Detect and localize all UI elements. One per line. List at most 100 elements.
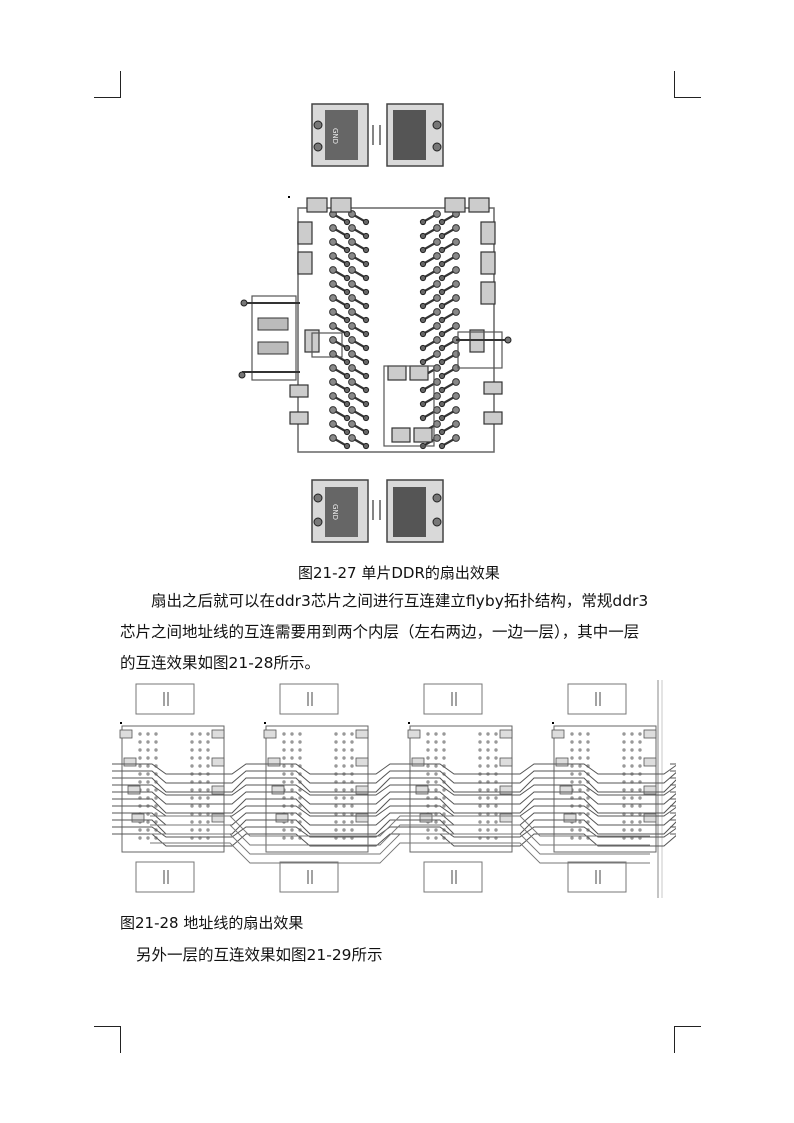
decoupling-capacitor	[306, 197, 328, 213]
ball-pad	[638, 828, 642, 832]
ball-pad	[586, 796, 590, 800]
ball-pad	[298, 732, 302, 736]
ball-pad	[433, 238, 441, 246]
ball-pad	[290, 732, 294, 736]
ball-pad	[298, 740, 302, 744]
ball-pad	[334, 748, 338, 752]
ball-pad	[434, 772, 438, 776]
ddr-fanout-components	[238, 197, 512, 447]
ball-pad	[138, 756, 142, 760]
ball-pad	[630, 804, 634, 808]
via	[419, 260, 427, 268]
ball-pad	[206, 756, 210, 760]
ball-pad	[433, 252, 441, 260]
decoupling-capacitor	[211, 729, 225, 739]
decoupling-capacitor	[263, 729, 277, 739]
decoupling-capacitor	[480, 281, 496, 305]
ball-pad	[190, 820, 194, 824]
via	[362, 414, 370, 422]
ball-pad	[282, 772, 286, 776]
ball-pad	[348, 392, 356, 400]
ball-pad	[494, 796, 498, 800]
ball-pad	[290, 820, 294, 824]
ball-pad	[348, 420, 356, 428]
ball-pad	[486, 804, 490, 808]
decoupling-capacitor	[483, 411, 503, 425]
decoupling-capacitor	[355, 813, 369, 823]
ball-pad	[350, 756, 354, 760]
ball-pad	[426, 756, 430, 760]
ball-pad	[452, 420, 460, 428]
via	[438, 218, 446, 226]
ball-pad	[442, 740, 446, 744]
ball-pad	[486, 756, 490, 760]
ball-pad	[290, 828, 294, 832]
via	[419, 344, 427, 352]
decoupling-capacitor	[643, 785, 657, 795]
ball-pad	[452, 224, 460, 232]
ball-pad	[329, 336, 337, 344]
decoupling-capacitor	[387, 365, 407, 381]
ball-pad	[206, 796, 210, 800]
ball-pad	[434, 788, 438, 792]
ball-pad	[290, 780, 294, 784]
ball-pad	[578, 740, 582, 744]
ball-pad	[146, 732, 150, 736]
via	[362, 302, 370, 310]
ball-pad	[570, 772, 574, 776]
chip-capacitor-outline	[135, 683, 195, 715]
via	[343, 288, 351, 296]
via	[438, 246, 446, 254]
via	[438, 260, 446, 268]
via	[362, 400, 370, 408]
ball-pad	[434, 780, 438, 784]
ball-pad	[334, 828, 338, 832]
ball-pad	[342, 828, 346, 832]
decoupling-capacitor	[643, 757, 657, 767]
ball-pad	[138, 732, 142, 736]
ball-pad	[452, 406, 460, 414]
ball-pad	[348, 406, 356, 414]
ball-pad	[334, 804, 338, 808]
decoupling-capacitor	[131, 813, 145, 823]
ball-pad	[348, 294, 356, 302]
decoupling-capacitor	[211, 757, 225, 767]
chip-capacitor-outline	[279, 861, 339, 893]
ball-pad	[298, 748, 302, 752]
ball-pad	[426, 748, 430, 752]
via	[343, 274, 351, 282]
ball-pad	[570, 828, 574, 832]
via	[419, 274, 427, 282]
via	[419, 330, 427, 338]
via	[438, 414, 446, 422]
ball-pad	[486, 732, 490, 736]
address-line-traces	[112, 763, 676, 864]
ball-pad	[622, 796, 626, 800]
ball-pad	[154, 812, 158, 816]
ball-pad	[342, 788, 346, 792]
via	[419, 302, 427, 310]
ball-pad	[486, 748, 490, 752]
ball-pad	[638, 764, 642, 768]
ball-pad	[334, 788, 338, 792]
decoupling-capacitor	[483, 381, 503, 395]
ball-pad	[478, 764, 482, 768]
via	[362, 344, 370, 352]
chip-capacitor-outline	[423, 861, 483, 893]
ball-pad	[494, 748, 498, 752]
via	[438, 288, 446, 296]
ball-pad	[426, 836, 430, 840]
via	[240, 299, 248, 307]
via	[362, 358, 370, 366]
via	[438, 400, 446, 408]
ball-pad	[329, 252, 337, 260]
ball-pad	[329, 280, 337, 288]
ball-pad	[442, 804, 446, 808]
ball-pad	[348, 266, 356, 274]
ball-pad	[433, 392, 441, 400]
ball-pad	[198, 748, 202, 752]
ball-pad	[434, 820, 438, 824]
ball-pad	[433, 210, 441, 218]
ball-pad	[290, 772, 294, 776]
ball-pad	[342, 796, 346, 800]
